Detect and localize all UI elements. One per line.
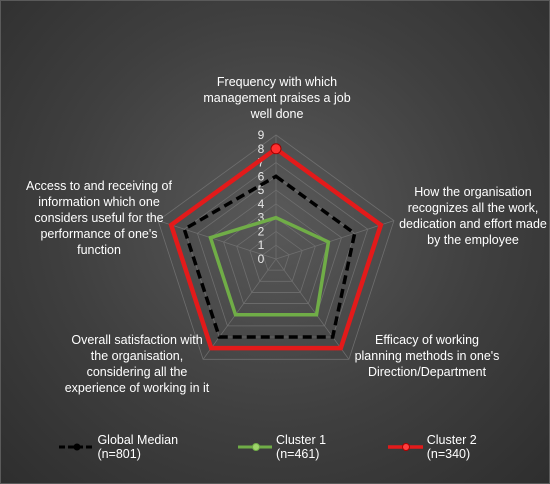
scale-tick-9: 9	[258, 128, 265, 142]
scale-tick-8: 8	[258, 142, 265, 156]
grid-spoke-4	[157, 220, 277, 260]
scale-tick-6: 6	[258, 169, 265, 183]
axis-label-praise: Frequency with which management praises …	[203, 75, 351, 121]
grid-spoke-3	[202, 258, 277, 360]
legend-label-global-median: Global Median (n=801)	[97, 433, 179, 461]
legend-item-cluster-2: Cluster 2 (n=340)	[386, 433, 515, 461]
axis-label-recognition: How the organisation recognizes all the …	[399, 185, 547, 247]
grid-spoke-2	[275, 258, 350, 360]
scale-tick-1: 1	[258, 238, 265, 252]
grid-ring-1	[262, 244, 290, 271]
scale-tick-2: 2	[258, 224, 265, 238]
axis-label-information: Access to and receiving of information w…	[26, 179, 172, 257]
series-line-0	[182, 174, 357, 339]
series-2-marker	[270, 143, 282, 155]
legend-swatch-global-median	[59, 443, 94, 451]
scale-tick-4: 4	[258, 197, 265, 211]
legend-item-global-median: Global Median (n=801)	[57, 433, 214, 461]
axis-label-satisfaction: Overall satisfaction with the organisati…	[64, 333, 210, 395]
axis-label-planning: Efficacy of working planning methods in …	[354, 333, 500, 379]
grid-ring-2	[249, 230, 303, 282]
grid-ring-6	[196, 175, 356, 327]
scale-tick-3: 3	[258, 211, 265, 225]
scale-tick-0: 0	[258, 252, 265, 266]
legend-item-cluster-1: Cluster 1 (n=461)	[236, 433, 365, 461]
legend: Global Median (n=801) Cluster 1 (n=461) …	[57, 433, 537, 461]
legend-label-cluster-2: Cluster 2 (n=340)	[426, 433, 477, 461]
legend-label-cluster-1: Cluster 1 (n=461)	[276, 433, 327, 461]
grid-ring-9	[157, 134, 395, 360]
scale-tick-7: 7	[258, 156, 265, 170]
scale-tick-5: 5	[258, 183, 265, 197]
grid-ring-4	[223, 203, 329, 304]
series-line-1	[208, 215, 331, 317]
grid-ring-3	[236, 217, 316, 293]
legend-swatch-cluster-2	[388, 443, 423, 451]
grid-spoke-1	[275, 220, 395, 260]
series-line-2	[168, 145, 384, 351]
legend-swatch-cluster-1	[237, 443, 273, 451]
